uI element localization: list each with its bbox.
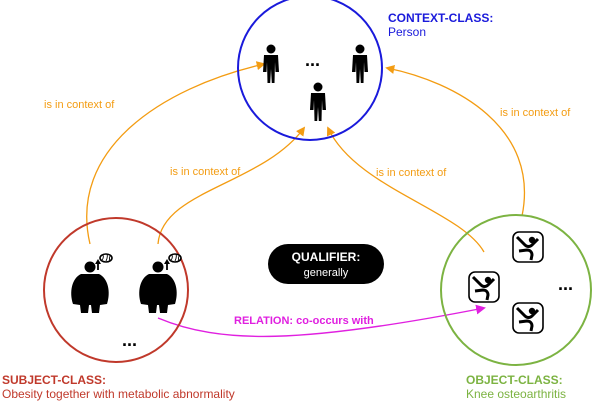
brain-icon	[163, 253, 182, 271]
person-icon	[263, 44, 279, 83]
person-icon	[352, 44, 368, 83]
context-link-label-left: is in context of	[44, 99, 115, 111]
subject-class-circle	[43, 217, 189, 363]
context-class-circle	[237, 0, 383, 141]
knee-joint-icon	[511, 230, 545, 264]
relation-link	[157, 304, 486, 338]
context-link-label-center-right: is in context of	[376, 167, 447, 179]
qualifier-title: QUALIFIER:	[292, 250, 361, 264]
knee-joint-icon	[467, 270, 501, 304]
person-icon	[310, 82, 326, 121]
context-link-subject-left	[86, 61, 266, 245]
object-class-circle	[440, 214, 592, 366]
context-link-object-right	[385, 64, 525, 217]
obese-person-icon	[139, 261, 177, 313]
subject-class-title: SUBJECT-CLASS:	[2, 373, 106, 387]
context-link-object-center	[326, 126, 485, 253]
obese-person-icon	[71, 261, 109, 313]
qualifier-value: generally	[304, 267, 349, 279]
context-link-label-right: is in context of	[500, 107, 571, 119]
context-link-label-center-left: is in context of	[170, 166, 241, 178]
object-ellipsis: ...	[558, 274, 573, 294]
object-class-name: Knee osteoarthritis	[466, 387, 566, 401]
context-link-subject-center	[157, 126, 306, 245]
subject-ellipsis: ...	[122, 330, 137, 350]
context-ellipsis: ...	[305, 50, 320, 70]
object-class-title: OBJECT-CLASS:	[466, 373, 563, 387]
brain-icon	[94, 253, 113, 271]
knee-joint-icon	[511, 301, 545, 335]
subject-class-name: Obesity together with metabolic abnormal…	[2, 387, 235, 401]
context-class-name: Person	[388, 25, 426, 39]
context-class-title: CONTEXT-CLASS:	[388, 11, 493, 25]
qualifier-pill	[268, 244, 384, 284]
relation-label: RELATION: co-occurs with	[234, 315, 374, 327]
